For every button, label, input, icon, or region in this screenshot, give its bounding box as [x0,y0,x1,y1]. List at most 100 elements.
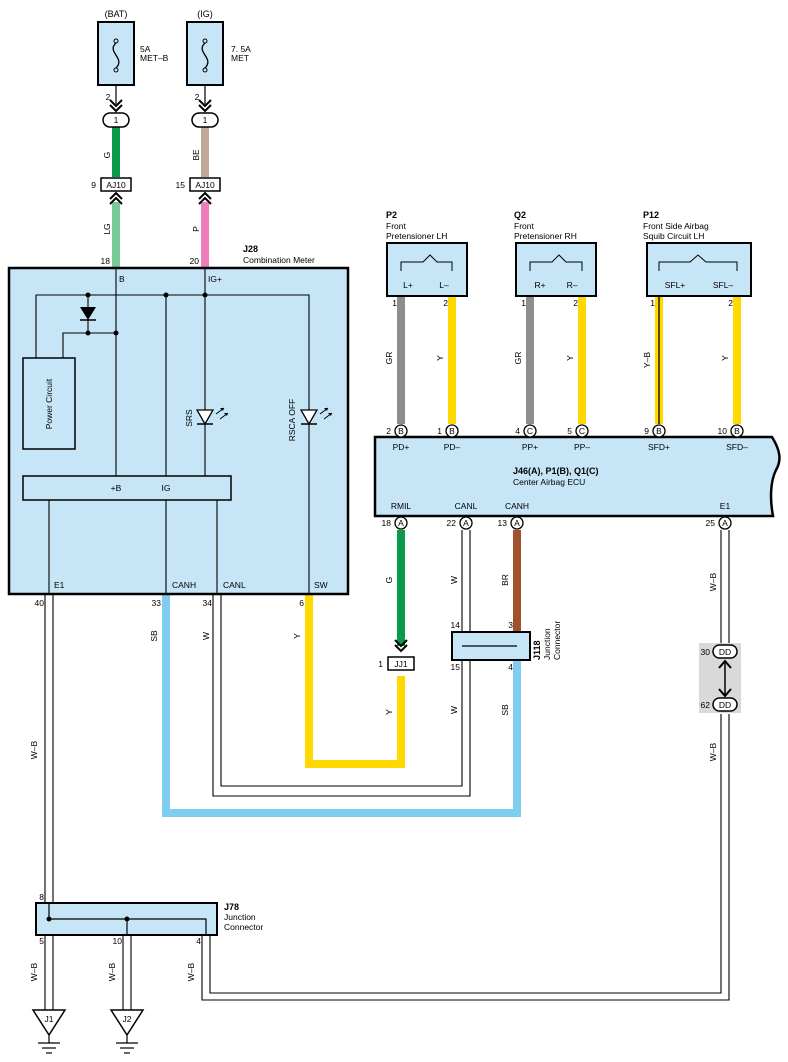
wire-label-p: P [191,226,201,232]
wire-label-g: G [102,152,112,159]
svg-text:CANL: CANL [455,501,478,511]
svg-text:J118: J118 [532,640,542,660]
svg-text:5: 5 [39,936,44,946]
svg-text:A: A [463,518,469,528]
ecu-pin-pp-minus: C 5 PP– [567,424,590,452]
fuse-ig-rating: 7. 5A [231,44,251,54]
ecu-box [373,435,781,518]
svg-text:J78: J78 [224,902,239,912]
junction-connector-j118: 14 3 15 4 J118 Junction Connector [451,620,562,672]
svg-text:R+: R+ [534,280,545,290]
svg-text:2: 2 [386,426,391,436]
sensor-q2: Q2 Front Pretensioner RH R+ R– 1 2 [514,210,597,308]
ecu-top-pins: B 2 PD+ B 1 PD– C 4 PP+ C 5 PP– B 9 SFD+ [386,424,748,452]
svg-text:1: 1 [378,659,383,669]
fuse-bat-rating: 5A [140,44,151,54]
svg-text:2: 2 [573,298,578,308]
ecu-pin-canl: CANL A 22 [447,501,478,530]
svg-text:Front Side Airbag: Front Side Airbag [643,221,709,231]
svg-text:15: 15 [176,180,186,190]
ecu-code: J46(A), P1(B), Q1(C) [513,466,599,476]
wire-ecu-e1-wb [201,530,730,1001]
wire-label-p2-gr: GR [384,352,394,365]
ecu-pin-pd-minus: B 1 PD– [437,424,461,452]
wire-canh-sb [162,595,521,817]
svg-text:18: 18 [382,518,392,528]
fuse-ig-symbol [201,42,209,69]
wire-label-q2-gr: GR [513,352,523,365]
wire-label-canh-br: BR [500,574,510,586]
svg-text:1: 1 [650,298,655,308]
svg-text:P12: P12 [643,210,659,220]
ground-icon [31,1009,67,1037]
svg-text:B: B [656,426,662,436]
svg-text:Squib Circuit LH: Squib Circuit LH [643,231,704,241]
srs-led-icon [195,407,229,426]
svg-text:2: 2 [106,92,111,102]
meter-term-sw: SW [314,580,328,590]
svg-text:1: 1 [203,115,208,125]
svg-text:22: 22 [447,518,457,528]
sensor-p12: P12 Front Side Airbag Squib Circuit LH S… [643,210,752,308]
svg-text:8: 8 [39,892,44,902]
wire-label-canl-w: W [449,576,459,584]
wire-label-e1-wb: W–B [708,572,718,591]
svg-text:PD–: PD– [444,442,461,452]
svg-text:DD: DD [719,700,731,710]
svg-text:14: 14 [451,620,461,630]
svg-text:30: 30 [701,647,711,657]
fuse-ig-box [186,21,224,86]
sensor-p2: P2 Front Pretensioner LH L+ L– 1 2 [386,210,468,308]
srs-label: SRS [184,409,194,427]
wire-sw-y [305,595,405,768]
wire-label-j118-w: W [449,706,459,714]
svg-text:15: 15 [451,662,461,672]
svg-text:R–: R– [567,280,578,290]
wire-label-q2-y: Y [565,355,575,361]
meter-term-canl: CANL [223,580,246,590]
svg-text:AJ10: AJ10 [106,180,126,190]
wire-label-wb-e1: W–B [29,740,39,759]
svg-text:5: 5 [567,426,572,436]
svg-text:2: 2 [443,298,448,308]
fuse-bat-name: MET–B [140,53,169,63]
fuse-ig: (IG) 7. 5A MET [186,9,251,86]
svg-text:L+: L+ [403,280,413,290]
ecu-pin-e1: E1 A 25 [706,501,732,530]
meter-pin-6: 6 [299,598,304,608]
fuse-bat-source: (BAT) [105,9,128,19]
ground-icon [109,1009,145,1037]
meter-term-e1: E1 [54,580,65,590]
svg-text:P2: P2 [386,210,397,220]
svg-text:A: A [722,518,728,528]
power-circuit-box [22,357,76,450]
fuse-bat-symbol [112,42,120,69]
fuse-bat-box [97,21,135,86]
svg-text:Front: Front [386,221,406,231]
wire-label-be: BE [191,149,201,161]
connector-dd: DD 30 DD 62 [699,643,741,713]
svg-text:4: 4 [515,426,520,436]
svg-text:B: B [449,426,455,436]
junction-connector-j78: 8 5 10 4 J78 Junction Connector [35,892,263,946]
ig-box-b: +B [111,483,122,493]
wire-label-j118-sb: SB [500,704,510,716]
ecu-name: Center Airbag ECU [513,477,585,487]
svg-text:10: 10 [718,426,728,436]
svg-text:SFL–: SFL– [713,280,734,290]
svg-text:9: 9 [91,180,96,190]
meter-term-canh: CANH [172,580,196,590]
meter-pin-34: 34 [203,598,213,608]
wire-label-dd-wb: W–B [708,742,718,761]
ground-j1: J1 [31,1009,67,1054]
wire-label-j78-wb-2: W–B [107,962,117,981]
meter-pin-33: 33 [152,598,162,608]
meter-pin-20: 20 [190,256,200,266]
svg-text:C: C [579,426,585,436]
wire-j78-grounds [44,935,132,1010]
svg-text:B: B [734,426,740,436]
svg-text:PP–: PP– [574,442,590,452]
svg-text:A: A [398,518,404,528]
svg-text:B: B [398,426,404,436]
connector-aj10-a: AJ10 9 [91,177,132,205]
